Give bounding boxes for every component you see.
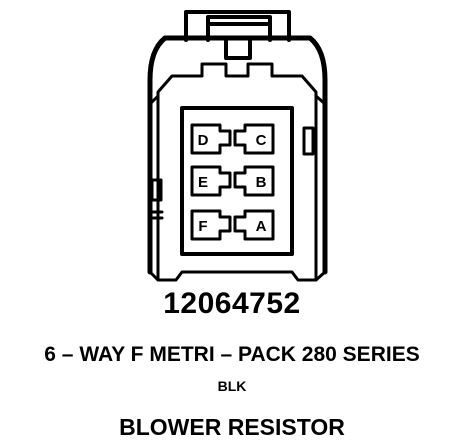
pin-label-f: F bbox=[198, 218, 207, 235]
connector-description: 6 – WAY F METRI – PACK 280 SERIES bbox=[44, 343, 420, 366]
pin-cavity-d bbox=[190, 123, 232, 155]
pin-cavity-c bbox=[233, 123, 275, 155]
pin-cavity-a bbox=[233, 209, 275, 241]
part-number: 12064752 bbox=[163, 287, 301, 320]
cavity-block bbox=[180, 106, 294, 256]
pin-cavity-b bbox=[233, 165, 275, 197]
connector-housing bbox=[147, 35, 328, 282]
pin-label-d: D bbox=[198, 132, 209, 149]
pin-label-a: A bbox=[256, 218, 267, 235]
component-name: BLOWER RESISTOR bbox=[119, 414, 345, 440]
pin-label-e: E bbox=[198, 174, 208, 191]
pin-cavity-e bbox=[190, 165, 232, 197]
pin-label-c: C bbox=[256, 132, 267, 149]
connector-color: BLK bbox=[217, 378, 247, 394]
pin-label-b: B bbox=[256, 174, 267, 191]
connector-latch bbox=[184, 10, 291, 60]
pin-cavity-f bbox=[190, 209, 232, 241]
